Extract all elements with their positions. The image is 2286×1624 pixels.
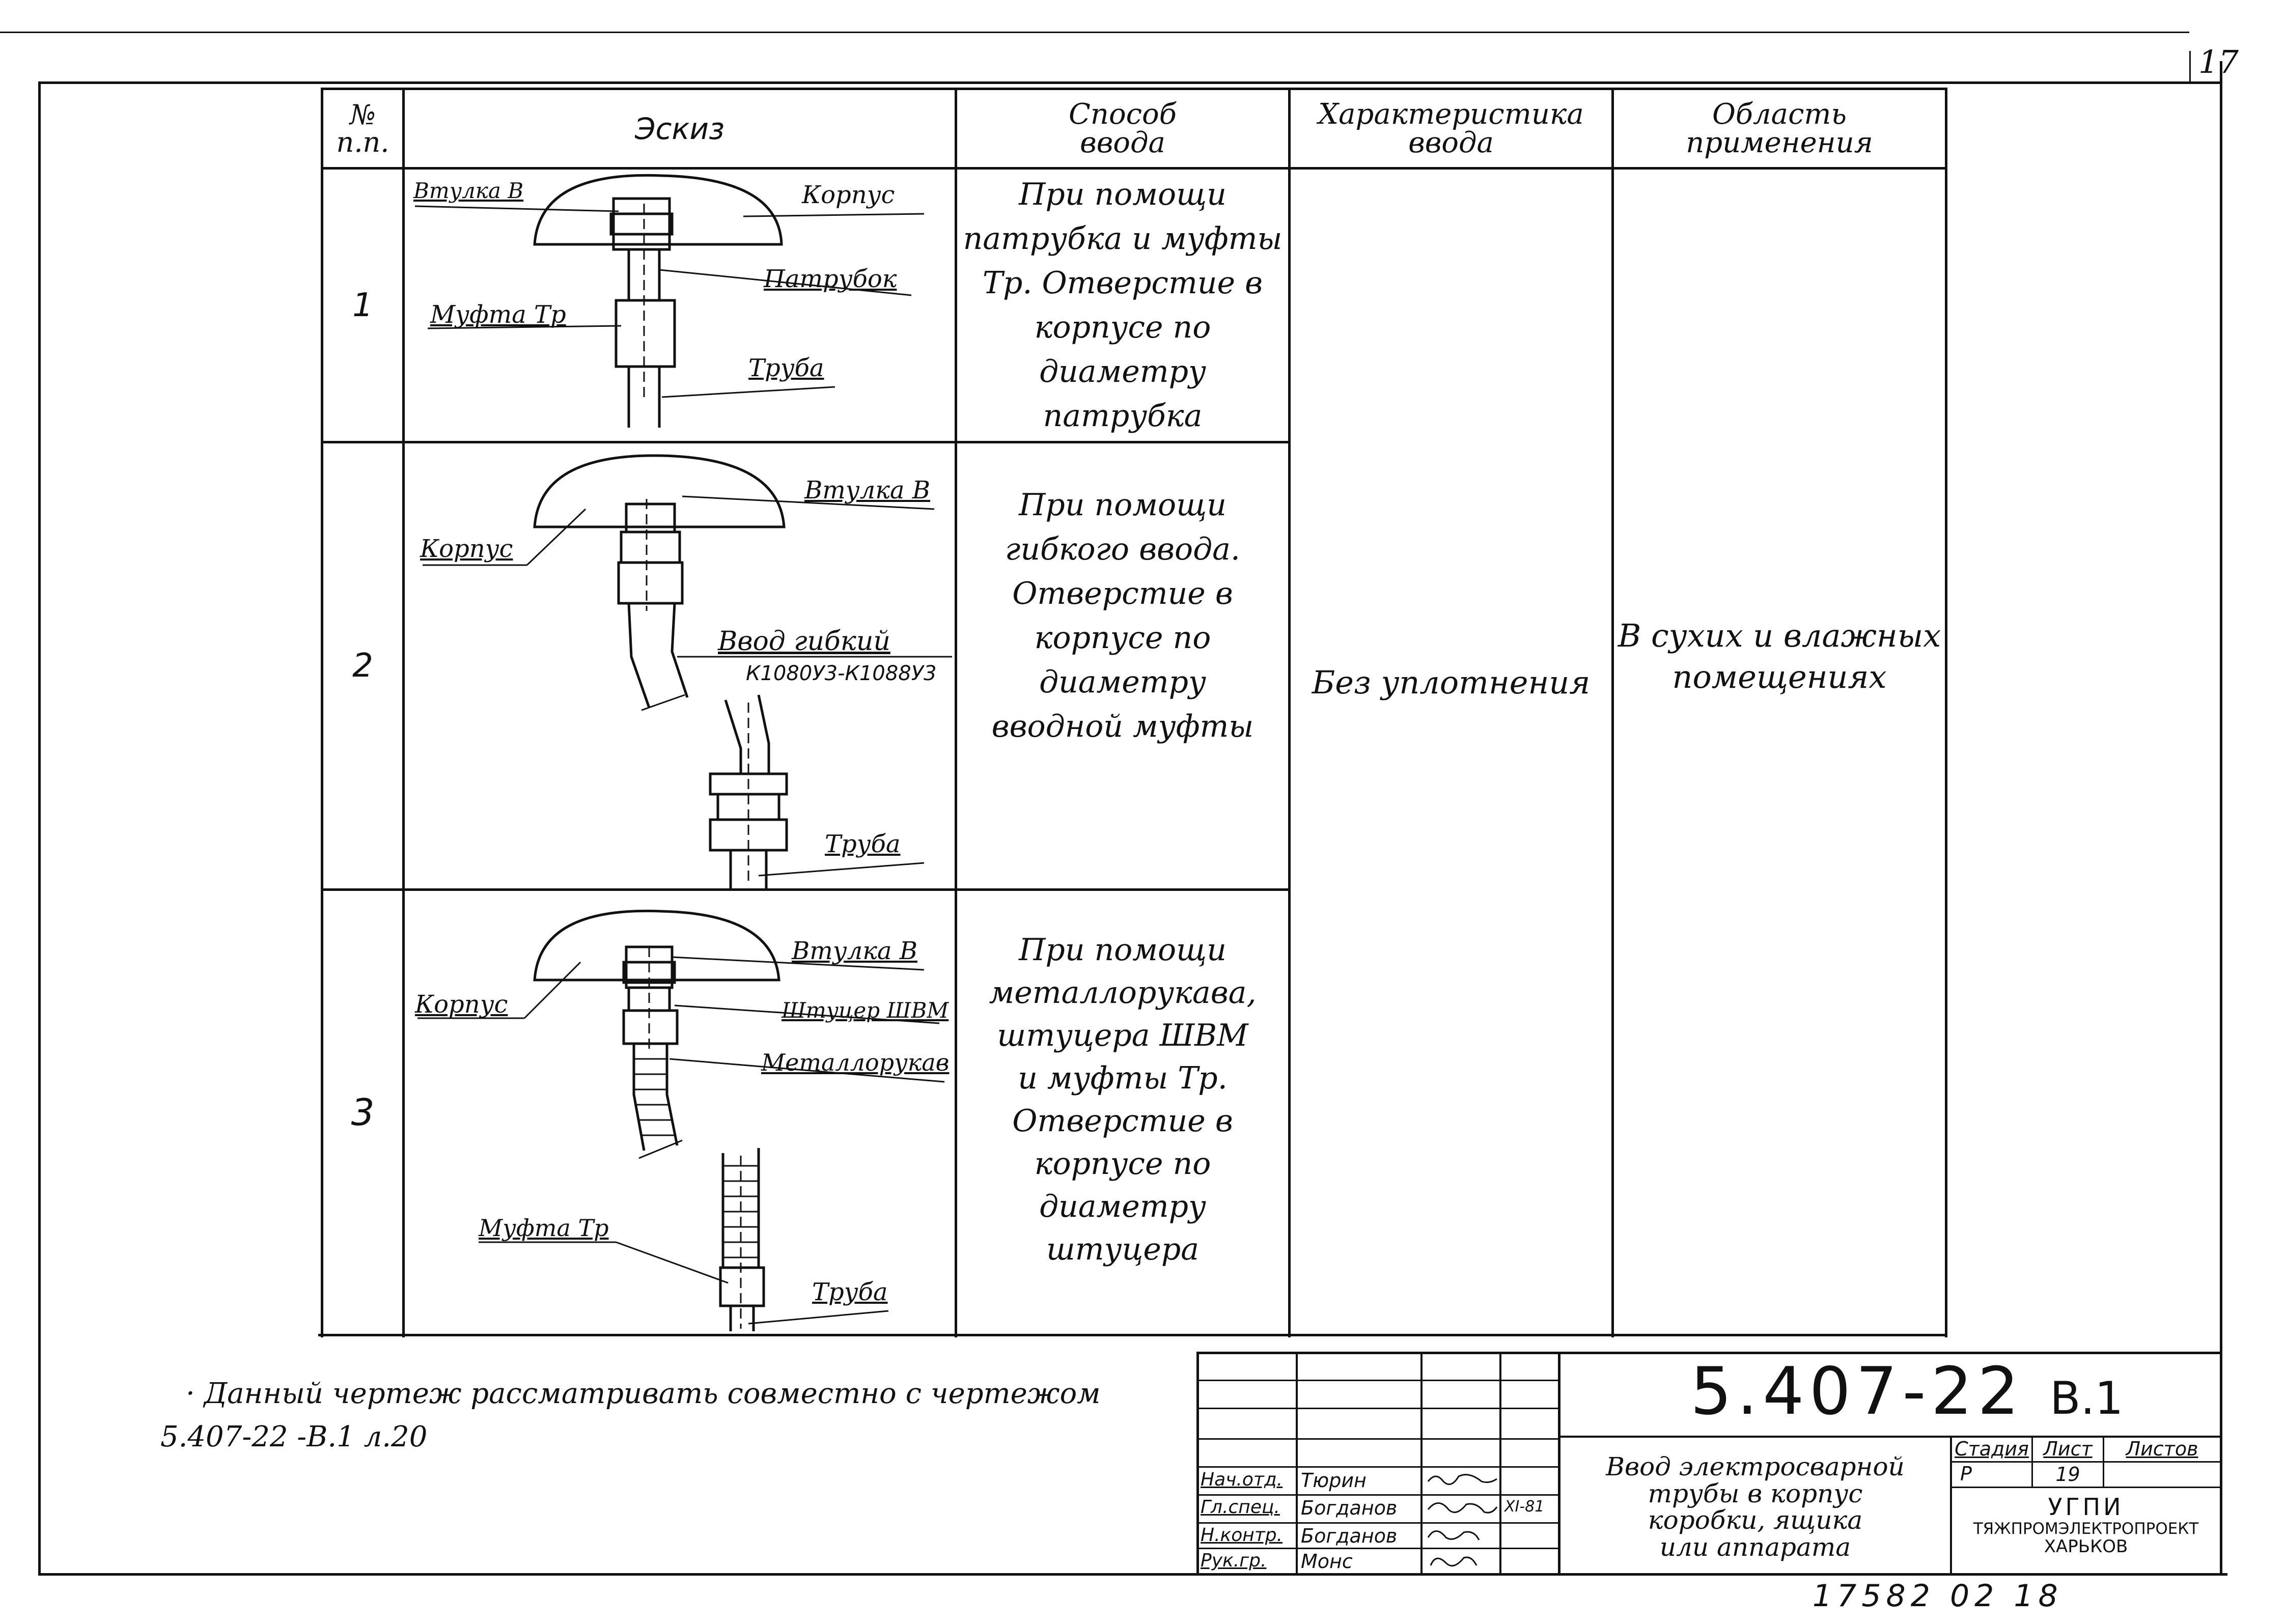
stage-value: Р [1960,1463,1972,1485]
sheet-label: Лист [2043,1438,2093,1460]
row-1-label-bushing: Втулка В [413,178,524,203]
frame-left [38,81,41,1576]
row-3-label-coupling: Муфта Тр [479,1214,609,1242]
row-3-label-hose: Металлорукав [761,1049,950,1076]
row-3-number: 3 [351,1091,375,1134]
header-sketch: Эскиз [635,111,724,146]
org-block: УГПИ ТЯЖПРОМЭЛЕКТРОПРОЕКТ ХАРЬКОВ [1952,1494,2220,1556]
row-2-label-flex: Ввод гибкий [718,626,890,657]
org-line-2: ТЯЖПРОМЭЛЕКТРОПРОЕКТ [1973,1519,2199,1538]
header-characteristic: Характеристика ввода [1318,98,1584,159]
header-number: № п.п. [336,99,389,158]
sheets-label: Листов [2126,1438,2198,1460]
row-1-method: При помощи патрубка и муфты Тр. Отверсти… [963,177,1283,434]
doc-code: 5.407-22 В.1 [1690,1354,2124,1430]
row-3-label-body: Корпус [415,990,508,1019]
row-2-label-bushing: Втулка В [804,476,931,505]
sheet-number-divider [2189,51,2191,82]
row-1-label-coupling: Муфта Тр [430,300,566,329]
role-1: Нач.отд. [1201,1469,1283,1490]
row-1-label-nozzle: Патрубок [764,265,897,293]
org-line-1: УГПИ [2048,1493,2124,1521]
org-line-3: ХАРЬКОВ [2044,1536,2128,1557]
role-4-name: Монс [1301,1550,1353,1573]
frame-bottom [38,1573,2227,1576]
role-4: Рук.гр. [1201,1550,1267,1571]
role-2-date: XI-81 [1504,1498,1545,1516]
sketch-3 [417,909,945,1331]
row-2-label-pipe: Труба [825,830,901,858]
sheet-value: 19 [2055,1463,2080,1486]
role-1-name: Тюрин [1301,1469,1367,1492]
row-2-method: При помощи гибкого ввода. Отверстие в ко… [991,487,1254,744]
row-2-number: 2 [352,647,373,685]
role-2: Гл.спец. [1201,1497,1280,1518]
row-3-label-bushing: Втулка В [792,937,918,965]
role-3: Н.контр. [1201,1525,1283,1546]
frame-right [2220,61,2222,1576]
row-1-label-pipe: Труба [748,354,824,382]
header-method: Способ ввода [1069,98,1177,159]
row-2-label-flex-code: К1080У3-К1088У3 [746,662,937,685]
bottom-stamp: 17582 02 18 [1813,1578,2063,1614]
role-2-name: Богданов [1301,1497,1398,1519]
sketch-1 [414,174,925,428]
characteristic-value: Без уплотнения [1312,663,1591,701]
row-2-label-body: Корпус [420,535,513,563]
stage-label: Стадия [1955,1438,2029,1460]
top-trim-line [0,32,2189,33]
signatures [1427,1474,1498,1567]
sheets-value [2104,1463,2220,1486]
note-line-2: 5.407-22 -В.1 л.20 [160,1420,428,1453]
doc-title: Ввод электросварной трубы в корпус короб… [1606,1452,1905,1562]
role-3-name: Богданов [1301,1525,1398,1547]
row-3-label-pipe: Труба [812,1278,888,1306]
row-1-number: 1 [352,286,373,324]
row-1-label-body: Корпус [802,181,895,209]
sheet-number: 17 [2198,43,2239,80]
note-line-1: · Данный чертеж рассматривать совместно … [186,1377,1101,1410]
frame-top [38,81,2222,84]
sketch-2 [423,454,952,888]
row-3-method: При помощи металлорукава, штуцера ШВМ и … [989,932,1257,1267]
scope-value: В сухих и влажных помещениях [1618,617,1941,695]
row-3-label-fitting: Штуцер ШВМ [782,998,949,1023]
header-scope: Область применения [1686,98,1873,159]
